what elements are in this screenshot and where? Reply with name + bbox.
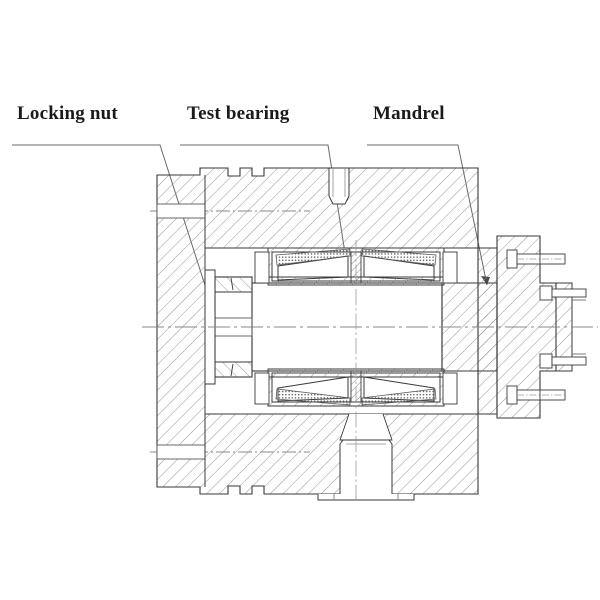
label-locking-nut: Locking nut <box>17 103 118 124</box>
bearing-spacer-lower-right <box>442 372 458 405</box>
top-lubrication-bore <box>328 167 350 205</box>
test-bearing-upper-row <box>254 247 458 286</box>
cage-upper-right <box>361 248 437 266</box>
locking-nut-setscrew-bottom <box>230 363 234 377</box>
cage-lower-right <box>361 388 437 406</box>
bearing-spacer-upper-left <box>254 251 270 284</box>
bottom-drain-plug <box>317 413 415 501</box>
locking-nut-collar-top <box>214 276 253 293</box>
bearing-spacer-upper-right <box>442 251 458 284</box>
locking-nut-collar-bottom <box>214 361 253 378</box>
flange-bolt-lower-outer <box>506 385 566 405</box>
label-mandrel: Mandrel <box>373 103 445 124</box>
cage-lower-left <box>275 388 351 406</box>
label-test-bearing: Test bearing <box>187 103 290 124</box>
housing-bolt-hole-top <box>156 203 206 219</box>
bearing-spacer-lower-left <box>254 372 270 405</box>
test-bearing-lower-row <box>254 368 458 407</box>
flange-bolt-upper-inner <box>539 285 587 301</box>
flange-bolt-lower-inner <box>539 353 587 369</box>
flange-bolt-upper-outer <box>506 249 566 269</box>
cage-upper-left <box>275 248 351 266</box>
locking-nut-setscrew-top <box>230 277 234 291</box>
housing-bolt-hole-bottom <box>156 444 206 460</box>
mandrel-flange-hub <box>477 247 498 415</box>
